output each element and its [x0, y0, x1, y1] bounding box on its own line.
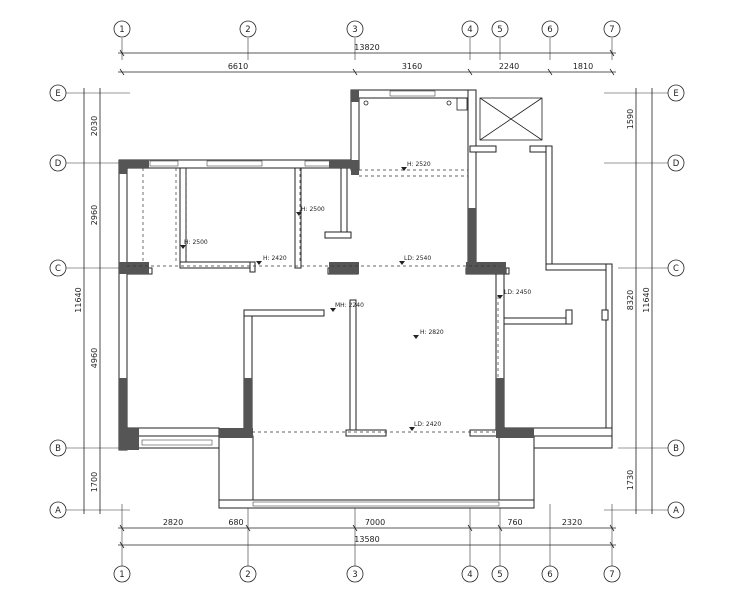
grid-bubble-top-2: 2 — [239, 20, 257, 38]
grid-label: E — [673, 89, 678, 99]
grid-bubble-bottom-2: 2 — [239, 565, 257, 583]
grid-label: 6 — [547, 570, 552, 580]
grid-label: C — [673, 264, 679, 274]
right-grid-axes: E D C B A 1590 8320 1730 11640 — [604, 84, 685, 519]
annotation-h2420: H: 2420 — [263, 255, 287, 262]
grid-bubble-left-E: E — [49, 84, 67, 102]
annotation-mh2240: MH: 2240 — [335, 302, 364, 309]
grid-label: 4 — [467, 570, 472, 580]
dim-top-seg: 2240 — [499, 62, 519, 71]
grid-bubble-top-4: 4 — [461, 20, 479, 38]
grid-label: 2 — [245, 570, 250, 580]
structural-columns — [119, 90, 534, 450]
grid-bubble-right-A: A — [667, 501, 685, 519]
dim-bottom-seg: 2320 — [562, 518, 582, 527]
grid-label: D — [673, 159, 680, 169]
grid-bubble-bottom-1: 1 — [113, 565, 131, 583]
grid-bubble-right-C: C — [667, 259, 685, 277]
grid-bubble-top-3: 3 — [346, 20, 364, 38]
grid-label: 7 — [609, 570, 614, 580]
grid-label: 5 — [497, 25, 502, 35]
grid-label: D — [55, 159, 62, 169]
grid-bubble-right-E: E — [667, 84, 685, 102]
dim-top-total: 13820 — [354, 43, 379, 52]
bottom-dimensions: 2820 680 7000 760 2320 13580 1 2 3 4 5 6… — [113, 504, 621, 583]
grid-label: 1 — [119, 25, 124, 35]
grid-label: 3 — [352, 25, 357, 35]
dim-top-seg: 1810 — [573, 62, 593, 71]
dim-bottom-total: 13580 — [354, 535, 379, 544]
annotation-ld2420: LD: 2420 — [414, 421, 441, 428]
grid-label: B — [673, 444, 679, 454]
grid-bubble-bottom-4: 4 — [461, 565, 479, 583]
grid-bubble-left-D: D — [49, 154, 67, 172]
grid-bubble-left-A: A — [49, 501, 67, 519]
dim-right-total: 11640 — [642, 287, 651, 312]
grid-bubble-top-1: 1 — [113, 20, 131, 38]
dim-left-seg: 4960 — [90, 348, 99, 368]
grid-bubble-bottom-6: 6 — [541, 565, 559, 583]
annotation-ld2540: LD: 2540 — [404, 255, 431, 262]
dim-bottom-seg: 2820 — [163, 518, 183, 527]
grid-bubble-left-C: C — [49, 259, 67, 277]
grid-bubble-right-B: B — [667, 439, 685, 457]
dim-top-seg: 3160 — [402, 62, 422, 71]
annotation-h2500: H: 2500 — [301, 206, 325, 213]
top-dimensions: 13820 6610 3160 2240 1810 — [118, 43, 616, 76]
top-grid-axes: 1 2 3 4 5 6 7 — [113, 20, 621, 60]
grid-label: 6 — [547, 25, 552, 35]
annotation-ld2450: LD: 2450 — [504, 289, 531, 296]
grid-label: 1 — [119, 570, 124, 580]
grid-label: 4 — [467, 25, 472, 35]
dim-right-seg: 8320 — [626, 290, 635, 310]
grid-label: A — [673, 506, 679, 516]
annotation-h2520: H: 2520 — [407, 161, 431, 168]
grid-label: C — [55, 264, 61, 274]
grid-label: B — [55, 444, 61, 454]
grid-label: 5 — [497, 570, 502, 580]
grid-bubble-bottom-7: 7 — [603, 565, 621, 583]
grid-bubble-top-6: 6 — [541, 20, 559, 38]
grid-bubble-bottom-3: 3 — [346, 565, 364, 583]
grid-bubble-top-5: 5 — [491, 20, 509, 38]
height-annotations: H: 2520 H: 2500 H: 2500 H: 2420 LD: 2540… — [180, 161, 531, 431]
annotation-h2500: H: 2500 — [184, 239, 208, 246]
dim-right-seg: 1590 — [626, 109, 635, 129]
dim-top-seg: 6610 — [228, 62, 248, 71]
dim-left-seg: 1700 — [90, 472, 99, 492]
grid-label: A — [55, 506, 61, 516]
walls — [118, 89, 613, 509]
dim-left-total: 11640 — [74, 287, 83, 312]
grid-label: 7 — [609, 25, 614, 35]
annotation-h2820: H: 2820 — [420, 329, 444, 336]
grid-bubble-bottom-5: 5 — [491, 565, 509, 583]
dim-bottom-seg: 7000 — [365, 518, 385, 527]
beam-lines — [127, 168, 500, 433]
grid-bubble-left-B: B — [49, 439, 67, 457]
dim-bottom-seg: 680 — [228, 518, 243, 527]
grid-label: 2 — [245, 25, 250, 35]
dim-bottom-seg: 760 — [507, 518, 522, 527]
grid-label: E — [55, 89, 60, 99]
dim-right-seg: 1730 — [626, 470, 635, 490]
grid-bubble-top-7: 7 — [603, 20, 621, 38]
dim-left-seg: 2960 — [90, 205, 99, 225]
left-grid-axes: E D C B A 2030 2960 4960 1700 11640 — [49, 84, 130, 519]
dim-left-seg: 2030 — [90, 116, 99, 136]
grid-bubble-right-D: D — [667, 154, 685, 172]
grid-label: 3 — [352, 570, 357, 580]
